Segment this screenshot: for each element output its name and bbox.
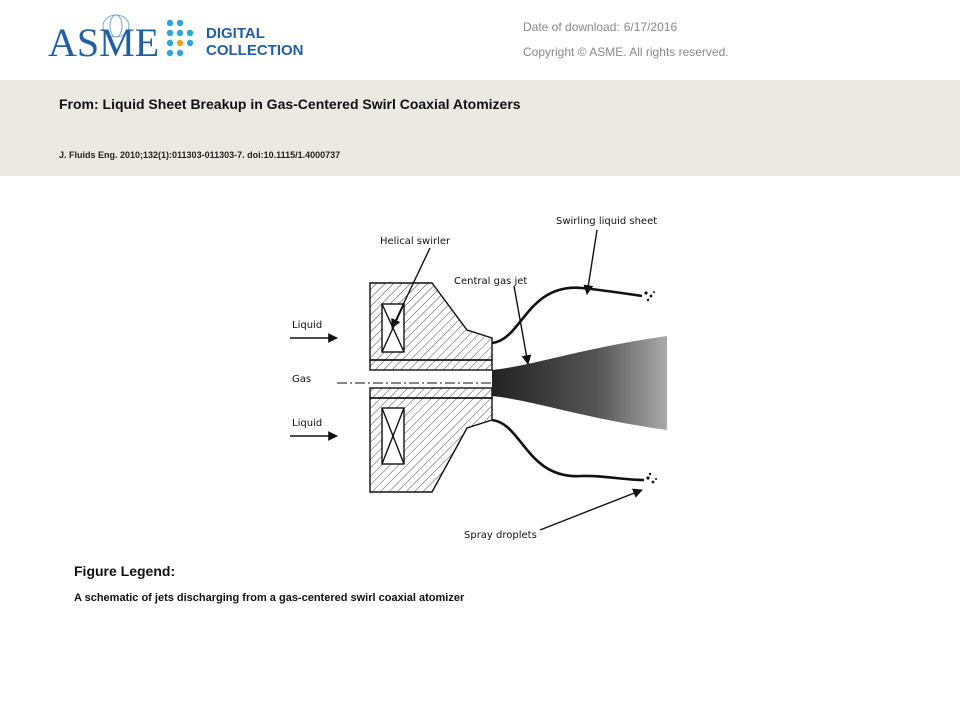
figure-legend-text: A schematic of jets discharging from a g… <box>74 592 465 604</box>
download-date: Date of download:6/17/2016 <box>523 20 677 34</box>
figure-legend-title: Figure Legend: <box>74 563 176 579</box>
article-title: From: Liquid Sheet Breakup in Gas-Center… <box>59 96 521 112</box>
spray-droplets-dots <box>644 291 657 484</box>
download-date-value: 6/17/2016 <box>623 20 678 34</box>
logo-dots-icon <box>166 19 194 57</box>
leader-arrows <box>391 229 643 531</box>
label-gas: Gas <box>292 374 311 385</box>
label-liquid-top: Liquid <box>292 320 322 331</box>
label-helical-swirler: Helical swirler <box>380 236 451 247</box>
logo-line2: COLLECTION <box>206 42 304 59</box>
logo-line1: DIGITAL <box>206 25 265 42</box>
nozzle-body <box>369 282 493 493</box>
label-swirling-liquid-sheet: Swirling liquid sheet <box>556 216 657 227</box>
label-spray-droplets: Spray droplets <box>464 530 537 541</box>
header: ASME DIGITAL COLLECTION Date of download… <box>0 0 960 80</box>
article-info-band <box>0 80 960 176</box>
gas-jet-plume <box>492 336 667 430</box>
inlet-arrows <box>290 333 338 441</box>
liquid-sheet-lower <box>491 418 645 482</box>
asme-digital-collection-logo: ASME DIGITAL COLLECTION <box>48 14 304 65</box>
download-date-label: Date of download: <box>523 20 620 34</box>
label-liquid-bottom: Liquid <box>292 418 322 429</box>
atomizer-schematic: Helical swirler Swirling liquid sheet Ce… <box>290 216 667 541</box>
liquid-sheet-upper <box>491 286 643 345</box>
logo-wordmark: ASME <box>48 20 159 65</box>
label-central-gas-jet: Central gas jet <box>454 276 527 287</box>
copyright-notice: Copyright © ASME. All rights reserved. <box>523 45 729 59</box>
article-citation: J. Fluids Eng. 2010;132(1):011303-011303… <box>59 150 341 160</box>
